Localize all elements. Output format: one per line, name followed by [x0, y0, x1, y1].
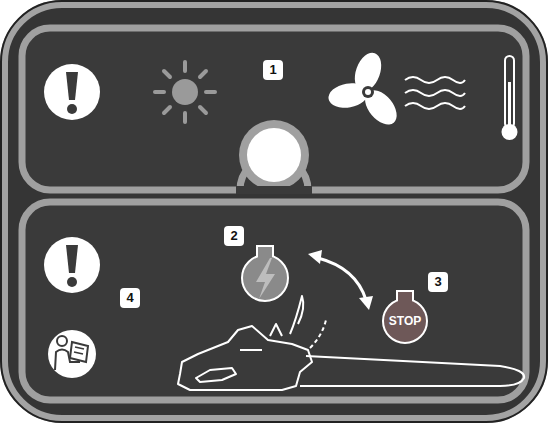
thermometer-icon [502, 56, 518, 140]
read-manual-icon [48, 330, 96, 378]
toggle-arrow [308, 250, 373, 310]
warning-dot [67, 277, 77, 287]
sun-icon [155, 62, 215, 122]
node-text: STOP [381, 314, 429, 328]
warning-dot [67, 104, 77, 114]
stop-bulb: STOP [381, 290, 429, 344]
tab-gap [236, 186, 312, 194]
callout-number: 1 [263, 60, 283, 80]
outer-frame [4, 4, 544, 419]
callout-number: 3 [428, 272, 448, 292]
callout-number: 4 [120, 288, 140, 308]
warning-mark [66, 72, 78, 100]
top-panel [22, 28, 526, 190]
bottom-panel [22, 202, 526, 400]
heat-waves [405, 77, 465, 109]
warning-mark [66, 245, 78, 273]
chainsaw-illustration [178, 296, 524, 390]
tab-edge [240, 187, 308, 188]
callout-number: 2 [224, 226, 244, 246]
button-ring [239, 120, 309, 190]
button [247, 128, 301, 182]
warning-icon [44, 237, 100, 293]
warning-icon [44, 64, 100, 120]
fan-icon [327, 49, 403, 130]
ignition-bulb [242, 246, 288, 301]
